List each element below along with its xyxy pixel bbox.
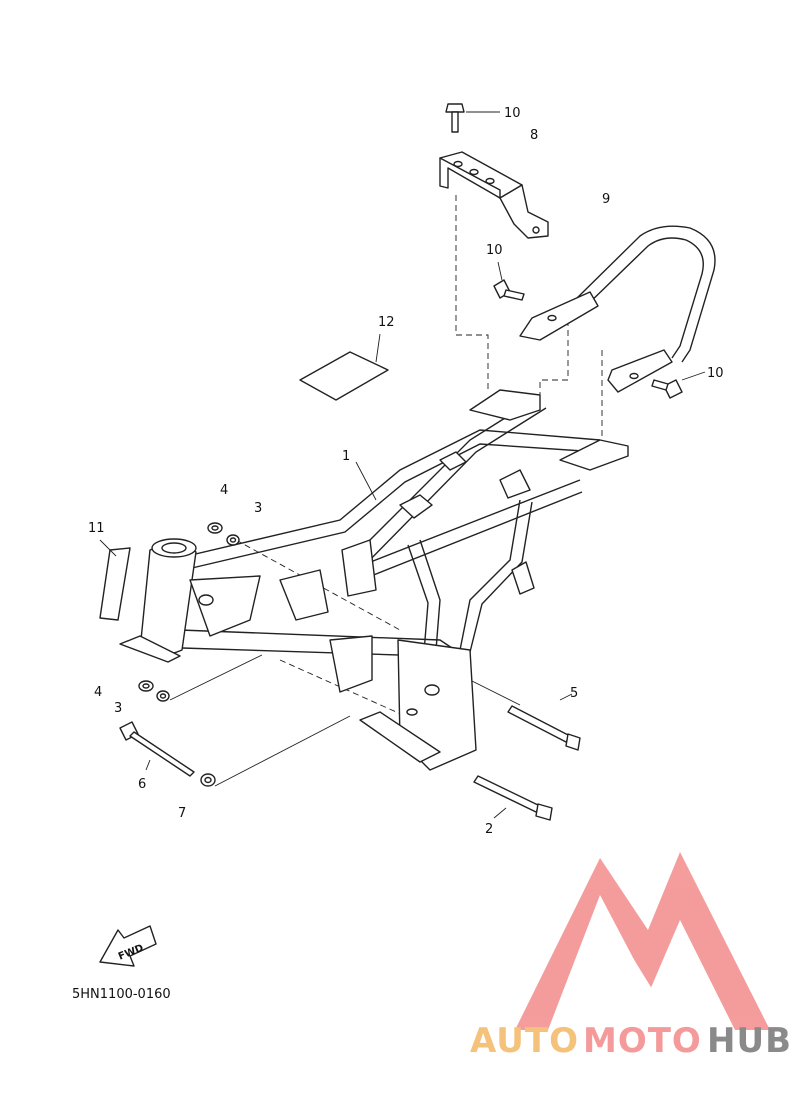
- label-3-upper: 3: [254, 501, 262, 516]
- label-4-lower: 4: [94, 685, 102, 700]
- label-2: 2: [485, 822, 493, 837]
- watermark-hub: HUB: [707, 1021, 792, 1061]
- label-8: 8: [530, 128, 538, 143]
- label-10-top: 10: [504, 106, 521, 121]
- part-12-label-sheet: [299, 333, 389, 401]
- automotohub-logo-mark: [515, 852, 770, 1030]
- part-10-bolt-mid: [493, 261, 525, 301]
- part-3-washer-upper: [226, 534, 240, 546]
- part-5-bolt: [507, 693, 581, 751]
- part-4-nut-lower: [138, 680, 154, 692]
- label-12: 12: [378, 315, 395, 330]
- part-number-labels: 10 8 9 10 10 12 1 4 3 11 4 3 5 6 7 2: [88, 106, 724, 837]
- label-10-right: 10: [707, 366, 724, 381]
- part-8-bracket: [439, 151, 549, 239]
- part-9-grab-bar: [519, 225, 716, 393]
- label-7: 7: [178, 806, 186, 821]
- part-11-decal: [99, 539, 131, 621]
- label-5: 5: [570, 686, 578, 701]
- part-1-main-frame: [119, 389, 629, 771]
- label-6: 6: [138, 777, 146, 792]
- label-11: 11: [88, 521, 105, 536]
- label-10-mid: 10: [486, 243, 503, 258]
- label-4-upper: 4: [220, 483, 228, 498]
- label-3-lower: 3: [114, 701, 122, 716]
- part-10-bolt-right: [651, 371, 706, 399]
- part-3-washer-lower: [156, 690, 170, 702]
- watermark-moto: MOTO: [583, 1021, 702, 1061]
- label-1: 1: [342, 449, 350, 464]
- label-9: 9: [602, 192, 610, 207]
- watermark-auto: AUTO: [470, 1021, 579, 1061]
- part-2-bolt: [473, 775, 553, 821]
- part-4-nut-upper: [207, 522, 223, 534]
- diagram-code: 5HN1100-0160: [72, 987, 171, 1002]
- part-10-bolt-top: [445, 103, 500, 133]
- part-7-washer: [200, 773, 216, 787]
- part-6-bolt: [119, 721, 195, 777]
- forward-direction-arrow: FWD: [99, 925, 157, 967]
- automotohub-watermark-text: AUTO MOTO HUB: [470, 1021, 792, 1061]
- projection-lines: [169, 195, 603, 787]
